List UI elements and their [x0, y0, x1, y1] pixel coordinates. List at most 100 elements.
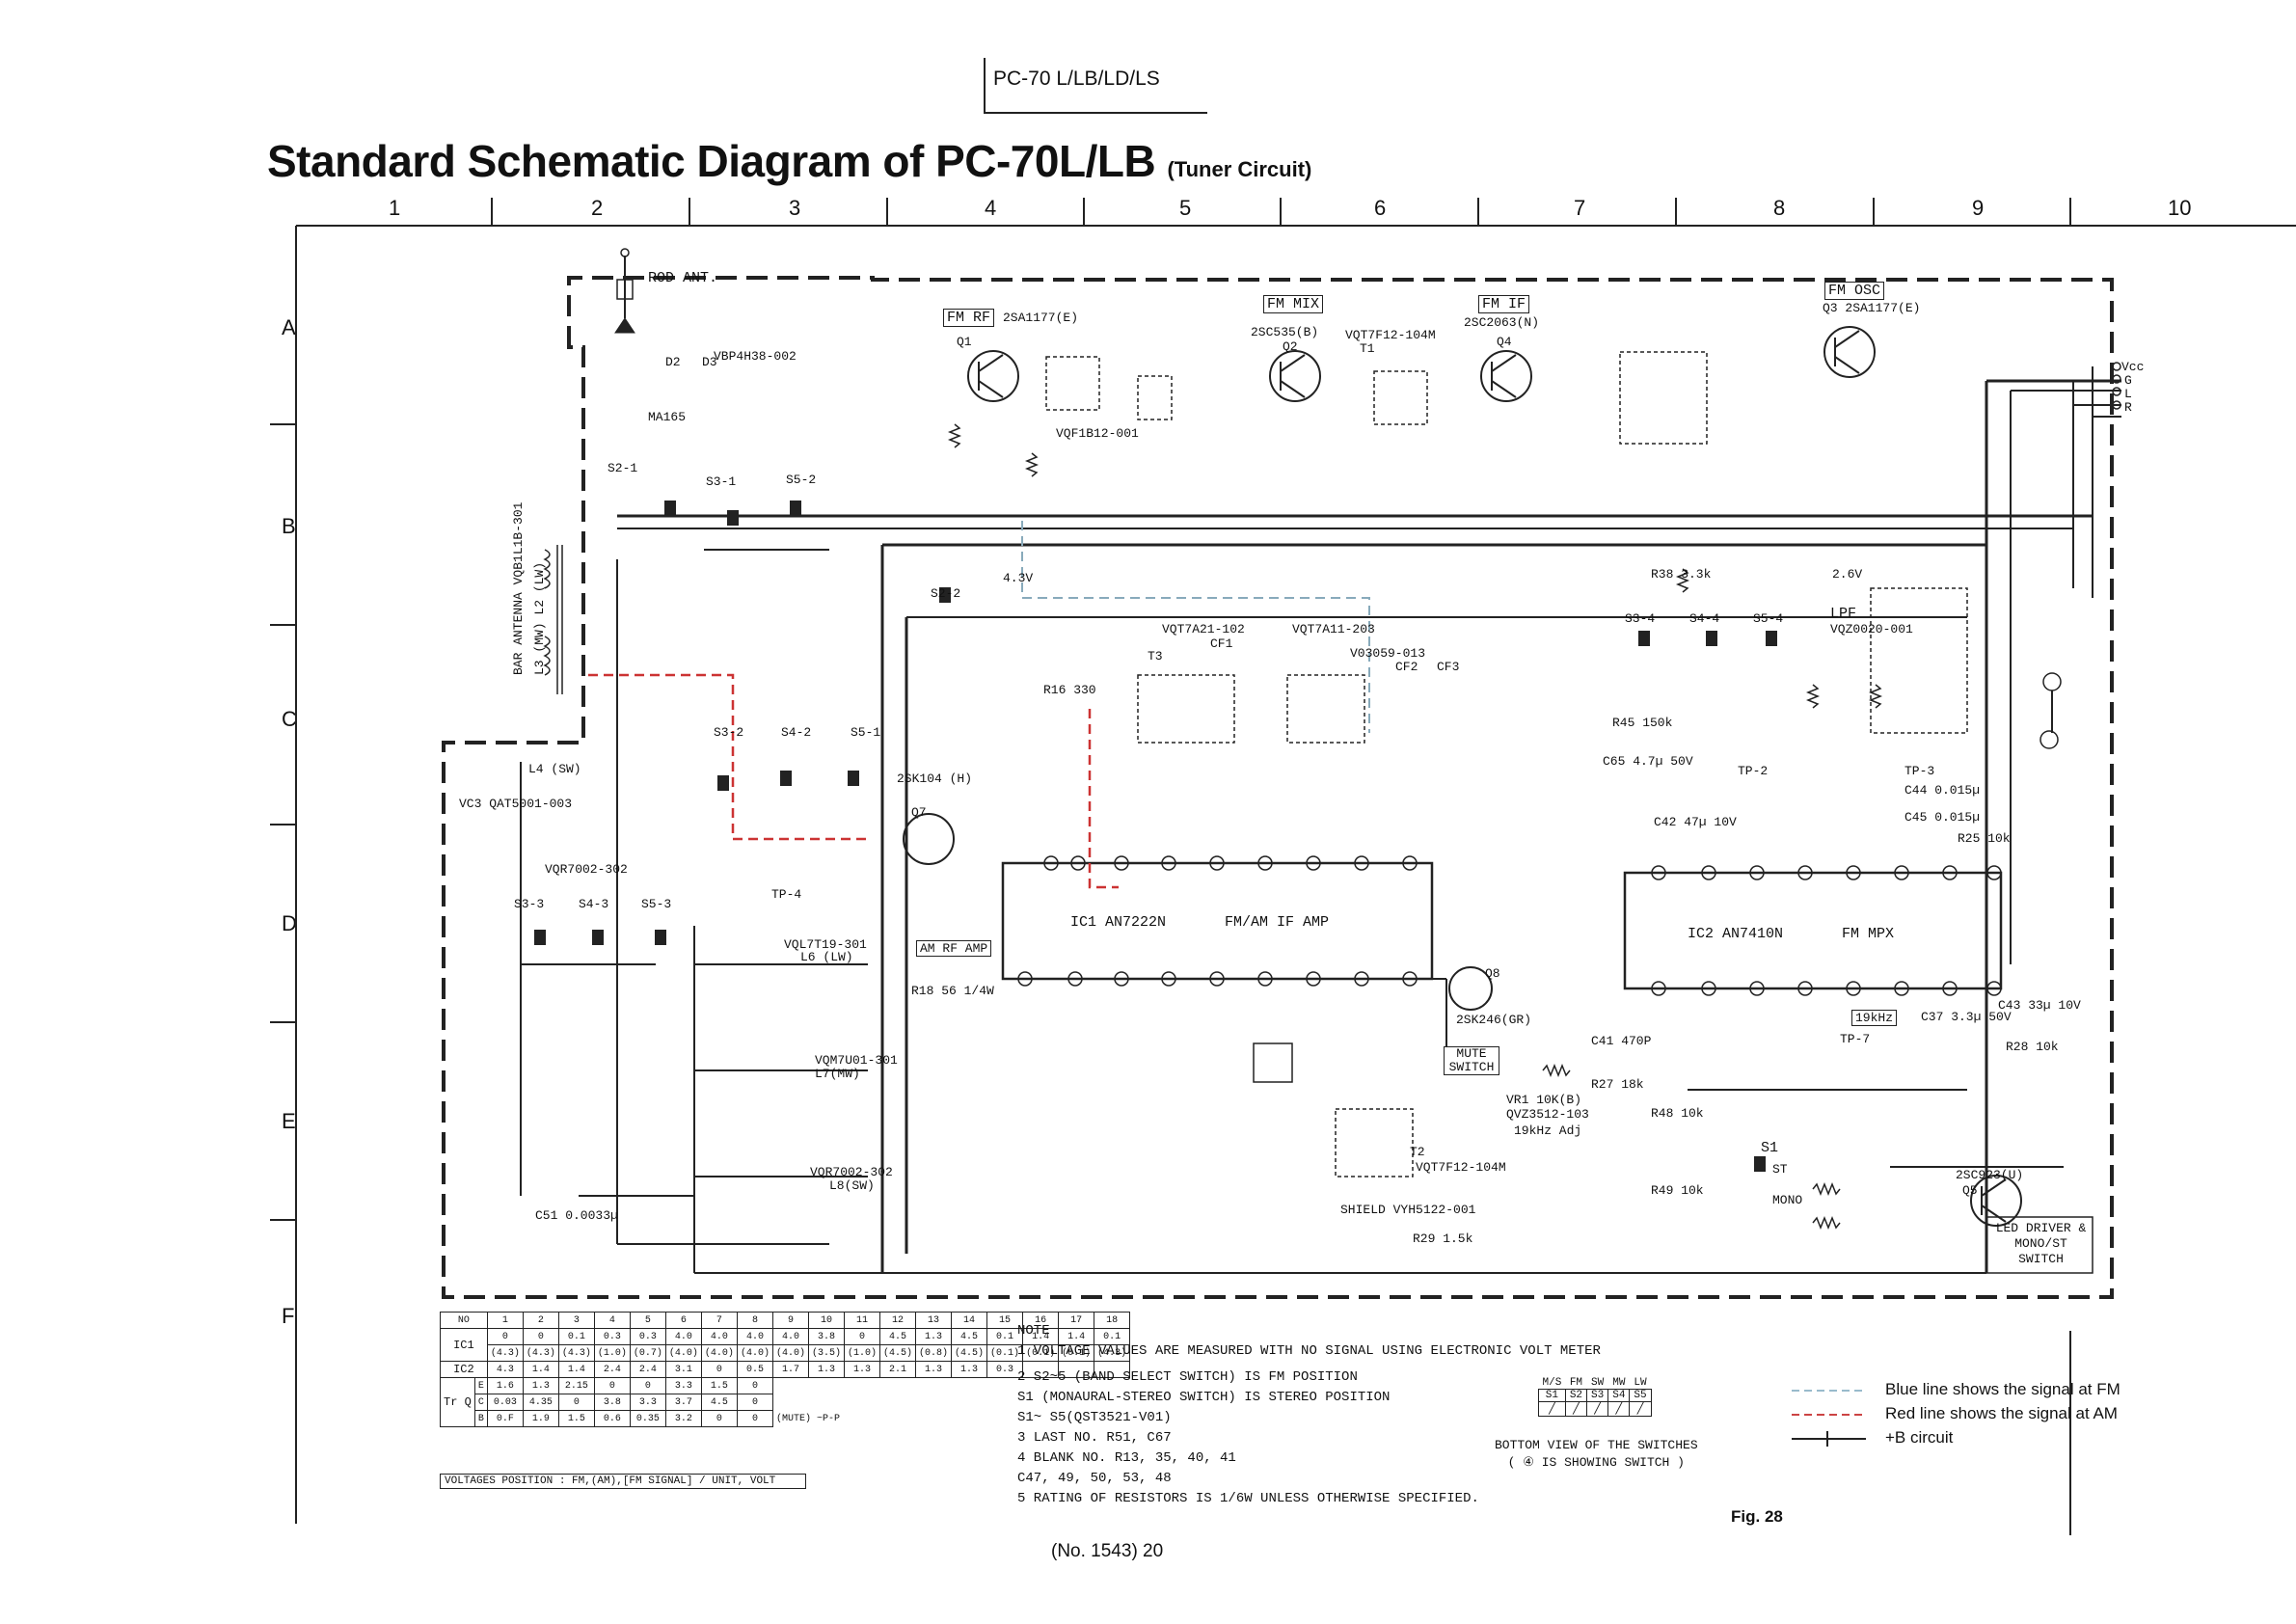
r49-label: R49 10k — [1651, 1183, 1704, 1198]
table-row: S1 S2 S3 S4 S5 — [1538, 1389, 1652, 1402]
tp3-label: TP-3 — [1904, 764, 1935, 778]
vr1-part: QVZ3512-103 — [1506, 1107, 1589, 1122]
table-cell: 1.3 — [915, 1361, 953, 1378]
table-cell: 4.35 — [522, 1394, 559, 1411]
c45-label: C45 0.015µ — [1904, 810, 1981, 825]
vql-label: VQL7T19-301 — [784, 937, 867, 952]
v26-label: 2.6V — [1832, 567, 1863, 582]
table-cell: 1.3 — [915, 1328, 953, 1345]
l-terminal: L — [2124, 387, 2132, 401]
q3-label: Q3 2SA1177(E) — [1823, 301, 1921, 315]
table-cell — [1094, 1361, 1131, 1378]
table-row: (4.3) (4.3) (4.3) (1.0) (0.7) (4.0) (4.0… — [441, 1344, 1131, 1362]
table-cell: (1.0) — [843, 1344, 881, 1362]
tp4-label: TP-4 — [771, 887, 802, 902]
table-cell: (4.5) — [951, 1344, 988, 1362]
table-cell: (4.0) — [700, 1344, 738, 1362]
table-cell: 0 — [736, 1377, 773, 1394]
table-cell: 0.F — [486, 1410, 524, 1427]
title-main: Standard Schematic Diagram of PC-70L/LB — [267, 136, 1156, 186]
table-cell: 0 — [557, 1394, 595, 1411]
table-cell: (4.3) — [557, 1344, 595, 1362]
mono-label: MONO — [1772, 1193, 1803, 1207]
switch-s2-1: S2-1 — [608, 461, 638, 475]
table-cell: 2.1 — [878, 1361, 917, 1378]
tp2-label: TP-2 — [1738, 764, 1769, 778]
table-cell: 1.3 — [951, 1361, 988, 1378]
q1-part: 2SA1177(E) — [1003, 311, 1079, 325]
note-2b: S1 (MONAURAL-STEREO SWITCH) IS STEREO PO… — [1017, 1390, 1391, 1405]
table-cell: 3.8 — [807, 1328, 845, 1345]
note-5: 5 RATING OF RESISTORS IS 1/6W UNLESS OTH… — [1017, 1491, 1479, 1506]
cf1-label: CF1 — [1210, 636, 1233, 651]
legend-blue: Blue line shows the signal at FM — [1885, 1380, 2120, 1398]
col-b: B — [473, 1410, 488, 1427]
l6-label: L6 (LW) — [800, 950, 853, 964]
grid-row-d: D — [282, 911, 297, 935]
grid-col-1: 1 — [389, 196, 401, 220]
lpf-block: LPF — [1830, 606, 1857, 622]
note-heading: NOTE — [1017, 1323, 1050, 1339]
shield-label: SHIELD VYH5122-001 — [1340, 1203, 1476, 1217]
table-cell: 0.3 — [593, 1328, 631, 1345]
vqt-label: VQT7F12-104M — [1345, 328, 1436, 342]
table-cell: 5 — [629, 1312, 666, 1329]
table-cell: (4.5) — [878, 1344, 917, 1362]
r27-label: R27 18k — [1591, 1077, 1644, 1092]
table-cell: SW — [1591, 1377, 1605, 1389]
r29-label: R29 1.5k — [1413, 1232, 1473, 1246]
v03059-label: V03059-013 — [1350, 646, 1426, 661]
page-number: (No. 1543) 20 — [1051, 1541, 1164, 1561]
table-cell: 1.7 — [771, 1361, 809, 1378]
grid-col-6: 6 — [1374, 196, 1387, 220]
table-cell: 4.5 — [951, 1328, 988, 1345]
table-cell: 10 — [807, 1312, 845, 1329]
ic1-label: IC1 AN7222N — [1070, 914, 1167, 931]
table-cell: 1.5 — [557, 1410, 595, 1427]
t3-label: T3 — [1148, 649, 1163, 663]
pp-note: ~P-P — [816, 1413, 840, 1424]
table-cell: (4.0) — [664, 1344, 702, 1362]
table-row: M/S FM SW MW LW — [1539, 1377, 1652, 1390]
table-cell: S1 — [1538, 1389, 1566, 1402]
d3-label: D3 — [702, 355, 717, 369]
q2-part: 2SC535(B) — [1251, 325, 1319, 339]
q7-label: Q7 — [911, 805, 927, 820]
table-row: IC2 4.3 1.4 1.4 2.4 2.4 3.1 0 0.5 1.7 1.… — [440, 1361, 1131, 1378]
khz-label: 19kHz — [1851, 1010, 1898, 1026]
table-cell: 1.3 — [843, 1361, 881, 1378]
table-cell: 0 — [843, 1328, 881, 1345]
q5-label: Q5 — [1962, 1183, 1978, 1198]
grid-row-b: B — [282, 514, 296, 538]
note-4b: C47, 49, 50, 53, 48 — [1017, 1471, 1172, 1486]
d2-label: D2 — [665, 355, 681, 369]
table-cell: 1 — [486, 1312, 524, 1329]
table-cell: 2.4 — [593, 1361, 631, 1378]
grid-row-f: F — [282, 1304, 295, 1328]
r48-label: R48 10k — [1651, 1106, 1704, 1121]
table-cell: 2 — [522, 1312, 559, 1329]
table-cell: 0 — [629, 1377, 666, 1394]
note-4a: 4 BLANK NO. R13, 35, 40, 41 — [1017, 1450, 1236, 1466]
table-row: ╱ ╱ ╱ ╱ ╱ — [1538, 1401, 1652, 1417]
vcc-terminal: Vcc — [2121, 360, 2145, 374]
table-cell: (0.8) — [915, 1344, 953, 1362]
switch-s5-1: S5-1 — [851, 725, 881, 740]
q5-part: 2SC923(U) — [1956, 1168, 2024, 1182]
r28-label: R28 10k — [2006, 1040, 2059, 1054]
t2-label: T2 — [1410, 1145, 1425, 1159]
table-cell: (1.0) — [593, 1344, 631, 1362]
table-cell: MW — [1612, 1377, 1626, 1389]
table-cell: (4.0) — [771, 1344, 809, 1362]
table-cell: 4 — [593, 1312, 631, 1329]
q8-label: Q8 — [1485, 966, 1500, 981]
fm-if-block: FM IF — [1478, 295, 1530, 313]
q1-label: Q1 — [957, 335, 972, 349]
model-tag-frame — [984, 58, 1207, 114]
table-cell: 0 — [700, 1361, 738, 1378]
grid-col-9: 9 — [1972, 196, 1985, 220]
table-cell: 0.3 — [986, 1361, 1024, 1378]
table-cell: 12 — [878, 1312, 917, 1329]
table-cell: 0 — [736, 1410, 773, 1427]
ma165-label: MA165 — [648, 410, 687, 424]
